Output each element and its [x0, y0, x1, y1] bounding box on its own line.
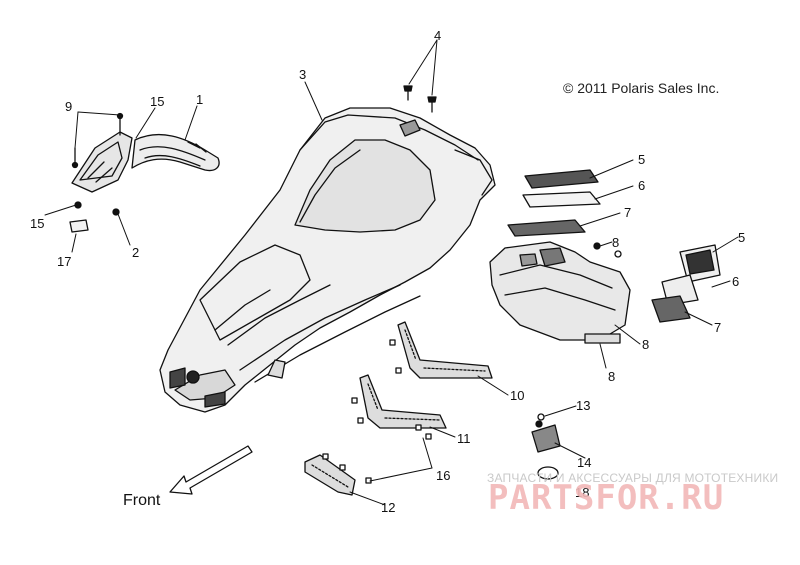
callout-8a: 8	[612, 235, 619, 250]
callout-2: 2	[132, 245, 139, 260]
part-airbox	[489, 241, 631, 344]
callout-4: 4	[434, 28, 441, 43]
leader-lines	[44, 39, 739, 506]
callout-8c: 8	[608, 369, 615, 384]
part-vent-set-left	[507, 169, 601, 237]
callout-5b: 5	[738, 230, 745, 245]
callout-12: 12	[381, 500, 395, 515]
callout-13: 13	[576, 398, 590, 413]
part-hinge-set	[531, 413, 561, 480]
callout-7a: 7	[624, 205, 631, 220]
callout-15b: 15	[30, 216, 44, 231]
callout-18: 18	[575, 485, 589, 500]
callout-3: 3	[299, 67, 306, 82]
callout-numbers: 1 2 3 4 5 5 6 6 7 7 8 8 8 9 10 11 12 13 …	[30, 28, 745, 515]
callout-1: 1	[196, 92, 203, 107]
part-air-duct	[131, 133, 220, 172]
part-nut	[112, 208, 120, 216]
callout-15a: 15	[150, 94, 164, 109]
callout-7b: 7	[714, 320, 721, 335]
front-label: Front	[123, 492, 161, 509]
part-grille-small	[304, 454, 356, 496]
part-screws	[403, 85, 437, 113]
callout-6b: 6	[732, 274, 739, 289]
callout-9: 9	[65, 99, 72, 114]
callout-17: 17	[57, 254, 71, 269]
callout-10: 10	[510, 388, 524, 403]
part-grille-upper	[397, 321, 493, 379]
callout-11: 11	[457, 431, 471, 446]
callout-8b: 8	[642, 337, 649, 352]
part-pad	[69, 219, 89, 233]
part-clips	[322, 339, 432, 484]
callout-16: 16	[436, 468, 450, 483]
watermark-caption: ЗАПЧАСТИ И АКСЕССУАРЫ ДЛЯ МОТОТЕХНИКИ	[487, 471, 779, 485]
front-arrow	[169, 445, 253, 495]
callout-14: 14	[577, 455, 591, 470]
part-vent-set-right	[651, 244, 721, 323]
callout-6a: 6	[638, 178, 645, 193]
part-grille-lower	[359, 374, 447, 429]
copyright-text: © 2011 Polaris Sales Inc.	[563, 80, 720, 96]
part-bracket	[71, 112, 133, 193]
watermark-brand: PARTSFOR.RU	[488, 478, 725, 518]
part-hood	[159, 107, 496, 413]
callout-5a: 5	[638, 152, 645, 167]
